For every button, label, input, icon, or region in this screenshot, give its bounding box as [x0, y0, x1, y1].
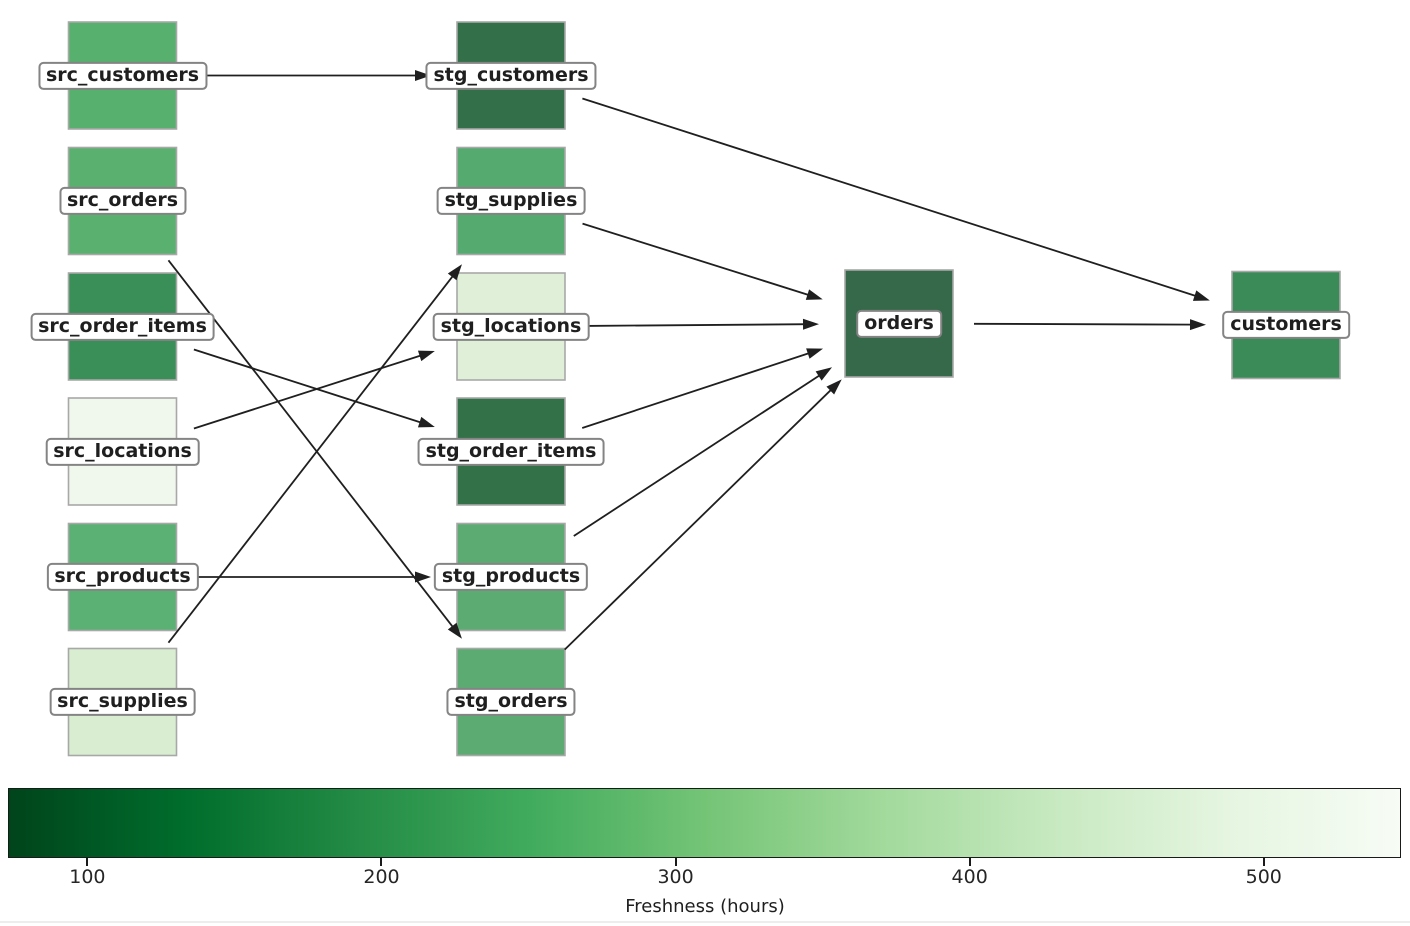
node-label-src_supplies: src_supplies: [49, 687, 196, 717]
edge-arrowhead-icon: [447, 264, 462, 281]
colorbar-tick-mark: [674, 858, 677, 866]
edge-arrowhead-icon: [415, 70, 431, 81]
edge-line: [193, 348, 425, 425]
edge-arrowhead-icon: [415, 571, 431, 583]
edge-src_supplies-stg_supplies: [167, 264, 462, 644]
edge-line: [585, 323, 809, 327]
edge-orders-customers: [973, 319, 1207, 331]
edge-arrowhead-icon: [815, 367, 833, 381]
edge-line: [167, 272, 456, 644]
edge-stg_customers-customers: [582, 97, 1210, 301]
edge-line: [564, 386, 835, 651]
edge-src_order_items-stg_order_items: [193, 348, 435, 428]
node-label-src_customers: src_customers: [37, 61, 208, 90]
edge-src_customers-stg_customers: [197, 70, 431, 81]
edge-src_orders-stg_orders: [167, 259, 462, 639]
edge-line: [973, 322, 1196, 326]
node-label-stg_order_items: stg_order_items: [417, 437, 605, 466]
edge-line: [193, 353, 425, 430]
edge-arrowhead-icon: [802, 318, 820, 330]
edge-arrowhead-icon: [417, 416, 435, 428]
figure-bottom-hairline: [0, 921, 1410, 923]
node-label-src_locations: src_locations: [45, 437, 200, 466]
node-label-src_orders: src_orders: [58, 186, 187, 216]
edge-line: [582, 97, 1200, 298]
colorbar-gradient: [8, 788, 1401, 858]
edge-src_products-stg_products: [197, 571, 431, 583]
colorbar-tick-mark: [86, 858, 89, 866]
edge-arrowhead-icon: [417, 350, 435, 362]
node-label-stg_supplies: stg_supplies: [436, 186, 586, 216]
colorbar-tick-mark: [1262, 858, 1265, 866]
node-label-src_order_items: src_order_items: [30, 312, 215, 341]
node-label-customers: customers: [1222, 310, 1350, 340]
edge-arrowhead-icon: [447, 622, 462, 639]
edge-line: [573, 372, 824, 537]
colorbar-tick-mark: [968, 858, 971, 866]
edge-arrowhead-icon: [1192, 290, 1210, 301]
colorbar-tick-label: 500: [1245, 866, 1282, 888]
edge-stg_products-orders: [573, 367, 833, 537]
edge-stg_orders-orders: [564, 379, 842, 651]
node-label-stg_orders: stg_orders: [446, 687, 576, 717]
node-label-stg_customers: stg_customers: [425, 61, 597, 90]
colorbar-axis-label: Freshness (hours): [625, 896, 785, 917]
node-label-orders: orders: [856, 309, 942, 338]
edge-src_locations-stg_locations: [193, 350, 435, 430]
colorbar-tick-label: 400: [951, 866, 988, 888]
node-label-stg_products: stg_products: [433, 562, 589, 592]
colorbar-tick-mark: [380, 858, 383, 866]
node-label-src_products: src_products: [46, 562, 199, 592]
node-label-stg_locations: stg_locations: [432, 312, 590, 341]
edge-arrowhead-icon: [826, 379, 842, 395]
edge-stg_supplies-orders: [582, 222, 823, 300]
edge-arrowhead-icon: [806, 348, 824, 359]
edge-stg_order_items-orders: [581, 348, 824, 429]
colorbar-tick-label: 200: [363, 866, 400, 888]
edge-line: [167, 259, 456, 631]
edge-stg_locations-orders: [585, 318, 820, 330]
edge-arrowhead-icon: [1189, 319, 1207, 331]
edge-arrowhead-icon: [805, 289, 823, 300]
edge-line: [581, 351, 813, 429]
edge-line: [582, 222, 813, 297]
colorbar-tick-label: 300: [657, 866, 694, 888]
colorbar-tick-label: 100: [69, 866, 106, 888]
